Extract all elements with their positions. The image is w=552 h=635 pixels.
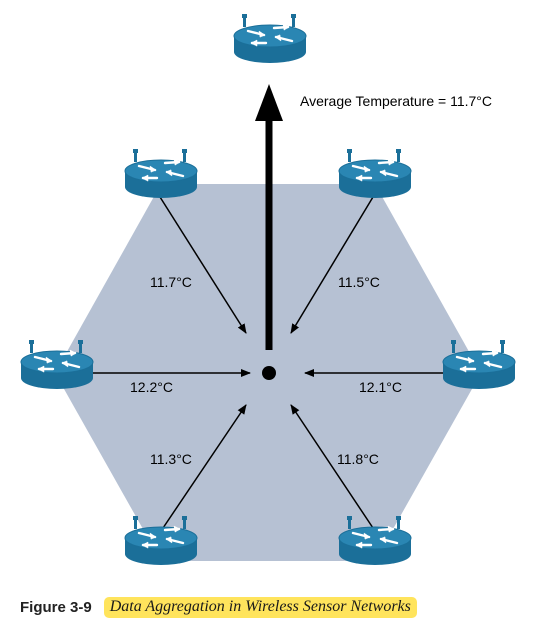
arrow-bottom-right [290, 404, 374, 529]
reading-right: 12.1°C [359, 379, 402, 395]
arrow-top-left [159, 196, 247, 334]
figure-title: Data Aggregation in Wireless Sensor Netw… [103, 596, 417, 618]
reading-bottom-left: 11.3°C [150, 451, 192, 467]
average-temperature-label: Average Temperature = 11.7°C [300, 93, 492, 109]
reading-top-left: 11.7°C [150, 274, 192, 290]
router-icon [337, 147, 413, 200]
router-icon [123, 147, 199, 200]
router-icon [441, 338, 517, 391]
figure-caption: Figure 3-9 Data Aggregation in Wireless … [20, 594, 540, 620]
reading-top-right: 11.5°C [338, 274, 380, 290]
reading-bottom-right: 11.8°C [337, 451, 379, 467]
aggregation-node-icon [262, 366, 276, 380]
arrow-top-right [290, 196, 374, 334]
figure-number: Figure 3-9 [20, 598, 92, 616]
router-icon [232, 12, 308, 65]
aggregate-output-arrowhead [255, 84, 283, 121]
reading-left: 12.2°C [130, 379, 173, 395]
arrow-bottom-left [162, 404, 247, 529]
